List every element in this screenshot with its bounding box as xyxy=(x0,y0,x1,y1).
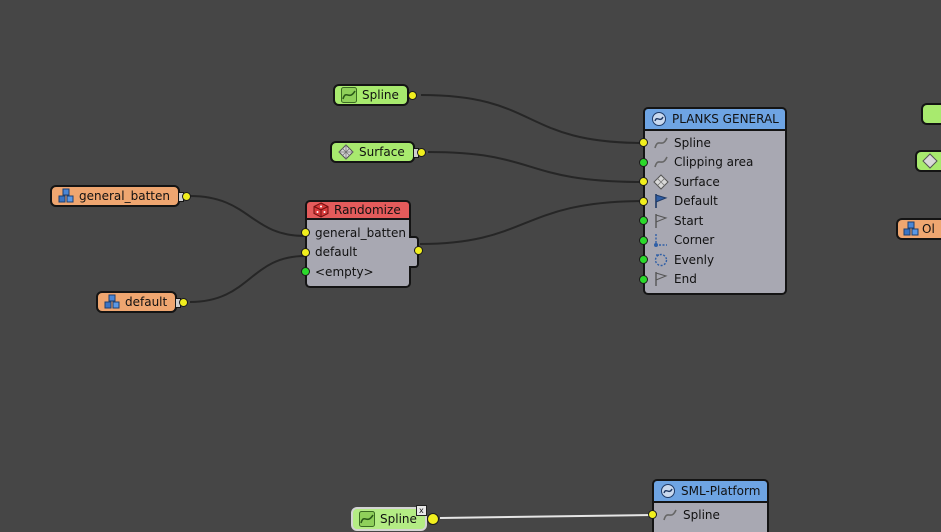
node-label: general_batten xyxy=(79,189,170,203)
port-row: Surface xyxy=(639,172,785,192)
node-label: Spline xyxy=(362,88,399,102)
wire-default-to-randomize xyxy=(189,255,306,303)
surface-icon xyxy=(922,153,938,169)
node-header[interactable]: PLANKS GENERAL xyxy=(643,107,787,131)
surface-icon xyxy=(653,174,669,190)
port-label: default xyxy=(315,245,358,260)
offscreen-object-node[interactable]: Ol xyxy=(896,218,941,240)
port-row: default xyxy=(301,243,409,263)
input-port[interactable] xyxy=(301,267,310,276)
input-port[interactable] xyxy=(639,235,648,245)
port-label: Clipping area xyxy=(674,155,754,170)
spline-input-node[interactable]: Spline xyxy=(333,84,417,106)
port-label: End xyxy=(674,272,697,287)
object-cubes-icon xyxy=(903,221,919,236)
surface-icon xyxy=(338,144,354,160)
wire-surface-to-planks xyxy=(427,151,645,183)
spline-input-node-selected[interactable]: Spline x xyxy=(351,505,439,531)
wire-spline-to-sml xyxy=(439,514,653,519)
input-port[interactable] xyxy=(301,247,310,257)
input-port[interactable] xyxy=(639,216,648,225)
evenly-icon xyxy=(654,253,668,266)
input-port[interactable] xyxy=(639,274,648,284)
output-port[interactable] xyxy=(179,298,189,307)
spline-icon xyxy=(359,511,375,527)
port-label: general_batten xyxy=(315,225,406,240)
port-row: Default xyxy=(639,192,785,212)
corner-icon xyxy=(654,234,667,248)
port-label: Surface xyxy=(674,174,720,189)
port-label: Spline xyxy=(683,507,720,522)
flag-icon xyxy=(655,194,668,209)
generator-icon xyxy=(652,112,666,126)
port-row: End xyxy=(639,270,785,290)
flag-outline-icon xyxy=(655,272,668,287)
output-port[interactable] xyxy=(416,148,426,157)
input-port[interactable] xyxy=(639,196,648,206)
general-batten-input-node[interactable]: general_batten xyxy=(50,185,191,207)
surface-input-node[interactable]: Surface xyxy=(330,141,426,163)
node-title: Randomize xyxy=(334,203,401,217)
sml-platform-node[interactable]: SML-Platform Spline xyxy=(648,479,769,532)
close-icon[interactable]: x xyxy=(415,505,427,516)
node-header[interactable]: SML-Platform xyxy=(652,479,769,503)
spline-icon xyxy=(654,156,668,168)
port-row: general_batten xyxy=(301,223,409,243)
randomize-node[interactable]: Randomize general_batten default <empty> xyxy=(301,200,423,288)
input-port[interactable] xyxy=(639,177,648,186)
port-row: Evenly xyxy=(639,250,785,270)
node-label: Ol xyxy=(922,222,935,236)
input-port[interactable] xyxy=(301,228,310,237)
port-label: Default xyxy=(674,194,718,209)
node-body: Spline xyxy=(648,503,769,532)
wire-spline-to-planks xyxy=(420,94,645,144)
input-port[interactable] xyxy=(648,510,657,519)
output-port[interactable] xyxy=(407,91,417,100)
port-row: Spline xyxy=(648,505,767,525)
port-label: <empty> xyxy=(315,264,374,279)
port-label: Start xyxy=(674,213,704,228)
node-header[interactable]: Randomize xyxy=(305,200,411,220)
wire-randomize-to-planks xyxy=(419,200,645,245)
node-label: Surface xyxy=(359,145,405,159)
node-label: default xyxy=(125,295,168,309)
port-row: Start xyxy=(639,211,785,231)
port-row: Clipping area xyxy=(639,153,785,173)
port-label: Spline xyxy=(674,135,711,150)
wire-batten-to-randomize xyxy=(189,195,306,237)
node-body: general_batten default <empty> xyxy=(301,220,423,288)
node-title: SML-Platform xyxy=(681,484,761,498)
offscreen-input-node[interactable] xyxy=(921,103,941,125)
flag-outline-icon xyxy=(655,213,668,228)
output-port[interactable] xyxy=(426,513,439,525)
port-label: Evenly xyxy=(674,252,715,267)
output-port[interactable] xyxy=(414,246,423,255)
spline-icon xyxy=(341,87,357,103)
input-port[interactable] xyxy=(639,255,648,264)
port-label: Corner xyxy=(674,233,715,248)
dice-icon xyxy=(313,202,329,218)
object-cubes-icon xyxy=(58,188,74,203)
port-row: Corner xyxy=(639,231,785,251)
output-port[interactable] xyxy=(181,192,191,201)
port-row: <empty> xyxy=(301,262,409,282)
object-cubes-icon xyxy=(104,294,120,309)
node-body: Spline Clipping area Surface Default Sta… xyxy=(639,131,787,295)
node-label: Spline xyxy=(380,512,417,526)
offscreen-surface-node[interactable] xyxy=(915,150,941,172)
node-title: PLANKS GENERAL xyxy=(672,112,779,126)
spline-icon xyxy=(654,137,668,148)
port-row: Spline xyxy=(639,133,785,153)
input-port[interactable] xyxy=(639,138,648,147)
planks-general-node[interactable]: PLANKS GENERAL Spline Clipping area Surf… xyxy=(639,107,787,295)
input-port[interactable] xyxy=(639,157,648,167)
default-input-node[interactable]: default xyxy=(96,291,189,313)
generator-icon xyxy=(661,484,675,498)
spline-icon xyxy=(663,509,677,520)
